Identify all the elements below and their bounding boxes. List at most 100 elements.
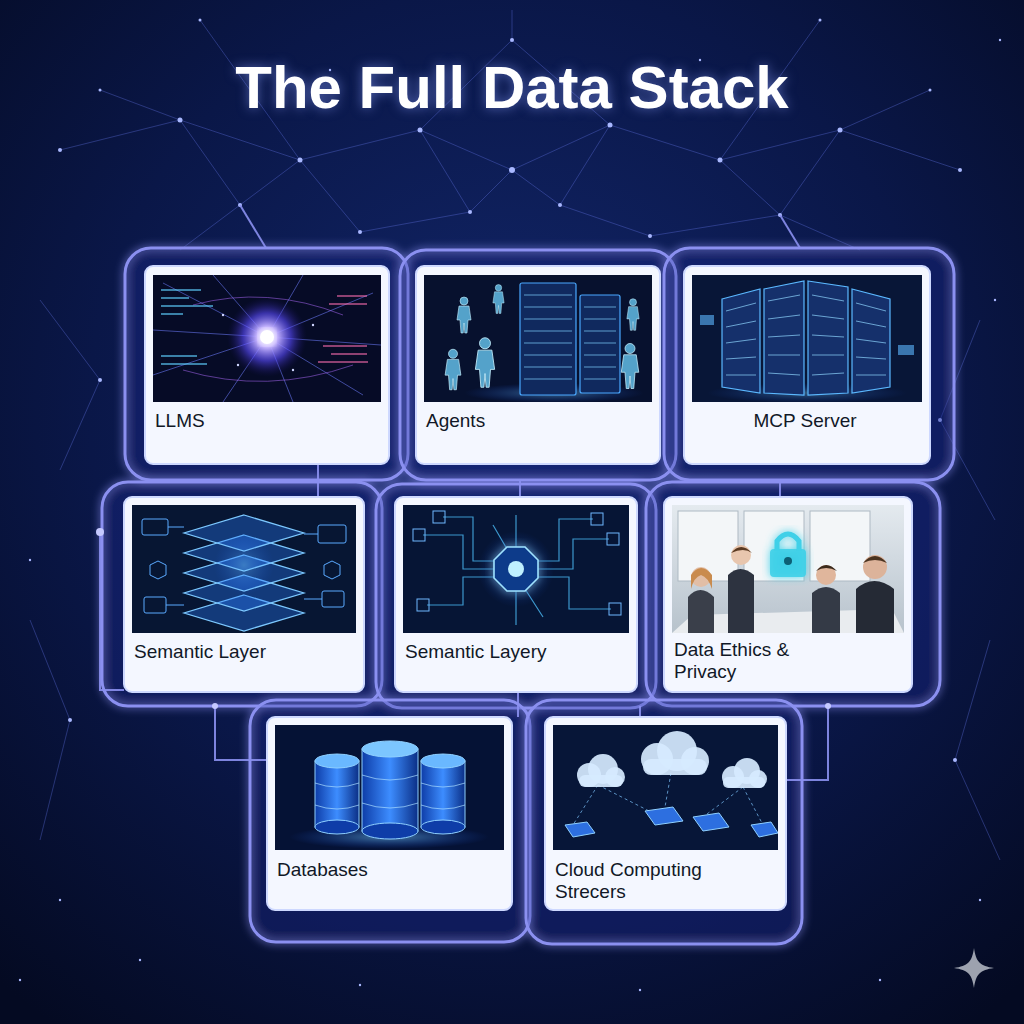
llm-illustration bbox=[323, 345, 367, 347]
llm-illustration bbox=[183, 297, 353, 381]
llm-illustration bbox=[161, 305, 213, 307]
circuit-illustration bbox=[508, 561, 524, 577]
person bbox=[728, 569, 754, 633]
database-illustration bbox=[275, 725, 504, 850]
circuit-illustration bbox=[403, 505, 629, 633]
card-label: Agents bbox=[416, 402, 660, 438]
person bbox=[856, 581, 894, 633]
network-dots bbox=[298, 158, 303, 163]
server-illustration bbox=[726, 295, 886, 375]
card-body bbox=[145, 266, 389, 464]
llm-illustration bbox=[161, 355, 197, 357]
circuit-illustration bbox=[591, 513, 603, 525]
agents-illustration bbox=[520, 283, 620, 395]
person bbox=[728, 545, 754, 633]
card-title: Cloud Computing Strecers bbox=[555, 859, 730, 903]
llm-illustration bbox=[260, 330, 274, 344]
card-body bbox=[395, 497, 637, 692]
circuit-illustration bbox=[494, 547, 538, 591]
server-illustration bbox=[898, 345, 914, 355]
circuit-illustration bbox=[413, 529, 425, 541]
person bbox=[863, 555, 887, 579]
frame-wire bbox=[317, 464, 319, 497]
server-illustration bbox=[764, 281, 804, 395]
layer-illustration bbox=[132, 505, 356, 633]
database-illustration bbox=[315, 754, 359, 768]
card-title: Semantic Layer bbox=[134, 641, 354, 663]
llm-illustration bbox=[153, 275, 381, 402]
llm-illustration bbox=[161, 313, 183, 315]
person bbox=[812, 565, 840, 633]
database-illustration bbox=[362, 823, 418, 839]
network-dots bbox=[979, 899, 981, 901]
cloud-illustration bbox=[565, 822, 595, 837]
layer-illustration bbox=[318, 525, 346, 543]
llm-illustration bbox=[292, 369, 294, 371]
cloud-illustration bbox=[693, 813, 729, 831]
layer-illustration bbox=[322, 591, 344, 607]
llm-illustration bbox=[318, 361, 368, 363]
llm-illustration bbox=[318, 295, 368, 363]
llm-illustration bbox=[153, 275, 381, 402]
cloud-illustration bbox=[645, 807, 683, 825]
network-dots bbox=[838, 128, 843, 133]
agents-illustration bbox=[445, 349, 461, 390]
frame-wire bbox=[779, 480, 781, 497]
stack-card: Cloud Computing Strecers bbox=[545, 717, 786, 915]
network-dots bbox=[29, 559, 31, 561]
person bbox=[731, 547, 752, 553]
network-dots bbox=[199, 19, 202, 22]
server-illustration bbox=[852, 289, 890, 393]
network-dots bbox=[958, 168, 962, 172]
agents-illustration bbox=[445, 285, 639, 390]
llm-illustration bbox=[329, 303, 367, 305]
agents-illustration bbox=[580, 295, 620, 393]
database-illustration bbox=[362, 741, 418, 757]
network-dots bbox=[19, 19, 1001, 992]
stack-card: Semantic Layer bbox=[124, 497, 364, 692]
frame-wire bbox=[519, 480, 521, 497]
stack-card: MCP Server bbox=[684, 266, 930, 464]
network-dots bbox=[510, 38, 514, 42]
cloud-illustration bbox=[565, 807, 778, 837]
agents-illustration bbox=[621, 344, 639, 389]
wire-dot bbox=[96, 528, 104, 536]
stack-card: Databases bbox=[267, 717, 512, 910]
network-dots bbox=[139, 959, 141, 961]
llm-illustration bbox=[331, 353, 367, 355]
padlock-icon bbox=[770, 534, 806, 577]
circuit-illustration bbox=[607, 533, 619, 545]
network-dots bbox=[358, 230, 362, 234]
card-title: Semantic Layery bbox=[405, 641, 627, 663]
card-title: LLMS bbox=[155, 410, 379, 432]
circuit-illustration bbox=[433, 511, 445, 523]
card-label: Data Ethics & Privacy bbox=[664, 631, 834, 689]
card-label: Semantic Layery bbox=[395, 633, 637, 669]
network-dots bbox=[558, 203, 562, 207]
server-illustration bbox=[692, 275, 922, 403]
person bbox=[731, 545, 751, 565]
agents-illustration bbox=[424, 275, 652, 403]
agents-illustration bbox=[424, 275, 652, 402]
frame-wire bbox=[786, 706, 828, 780]
database-illustration bbox=[315, 775, 465, 809]
network-dots bbox=[418, 128, 423, 133]
card-title: Agents bbox=[426, 410, 650, 432]
frame-wire bbox=[780, 215, 800, 248]
card-label: MCP Server bbox=[684, 402, 926, 438]
llm-illustration bbox=[337, 295, 367, 297]
database-illustration bbox=[315, 761, 359, 827]
database-illustration bbox=[315, 820, 359, 834]
network-dots bbox=[953, 758, 957, 762]
group-frame bbox=[646, 482, 940, 706]
agents-illustration bbox=[627, 299, 639, 331]
llm-illustration bbox=[153, 275, 381, 402]
server-illustration bbox=[700, 315, 714, 325]
server-illustration bbox=[692, 275, 922, 402]
stack-card: LLMS bbox=[145, 266, 389, 464]
person bbox=[863, 556, 887, 563]
card-body bbox=[684, 266, 930, 464]
layer-illustration bbox=[324, 561, 340, 579]
